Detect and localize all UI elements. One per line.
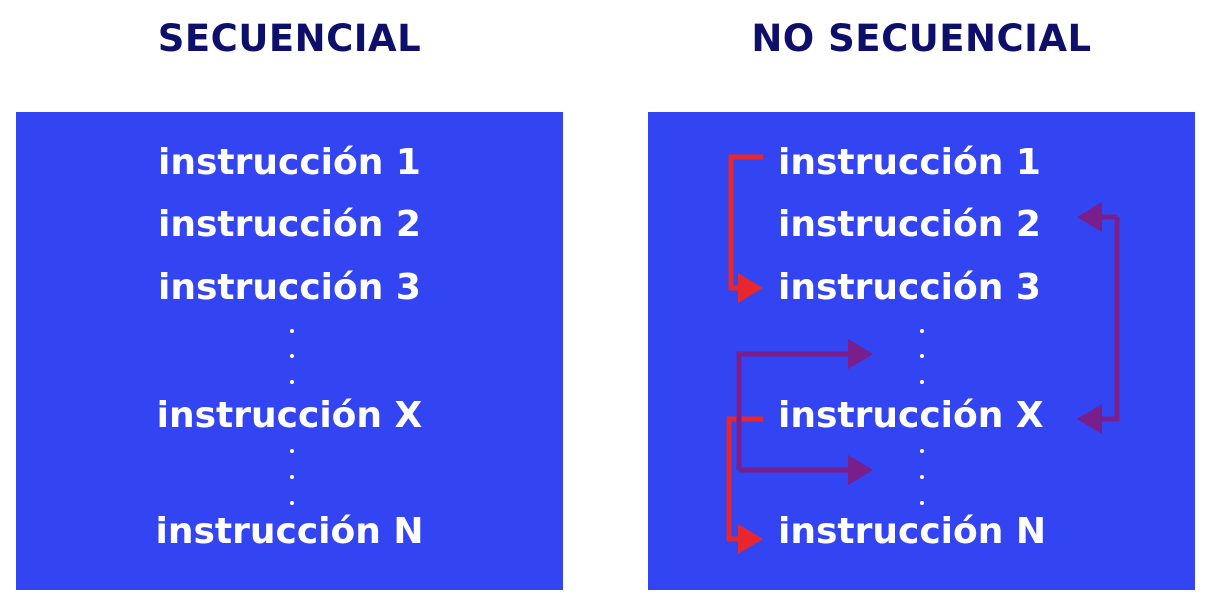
heading-no-secuencial: NO SECUENCIAL bbox=[751, 17, 1092, 60]
ellipsis-dot bbox=[920, 329, 924, 333]
ellipsis-dot bbox=[290, 380, 294, 384]
instruction-2: instrucción 2 bbox=[158, 204, 421, 245]
ellipsis-dot bbox=[290, 354, 294, 358]
ellipsis-dot bbox=[920, 380, 924, 384]
ellipsis-dot bbox=[920, 501, 924, 505]
panel-no-secuencial: instrucción 1 instrucción 2 instrucción … bbox=[648, 112, 1195, 590]
ellipsis-dot bbox=[290, 475, 294, 479]
instruction-1: instrucción 1 bbox=[158, 142, 421, 183]
instruction-n: instrucción N bbox=[155, 511, 424, 552]
ellipsis-dot bbox=[290, 449, 294, 453]
instruction-n: instrucción N bbox=[778, 511, 1047, 552]
instruction-1: instrucción 1 bbox=[778, 142, 1041, 183]
ellipsis-dot bbox=[920, 475, 924, 479]
heading-secuencial: SECUENCIAL bbox=[157, 17, 422, 60]
ellipsis-dot bbox=[290, 329, 294, 333]
instruction-3: instrucción 3 bbox=[158, 267, 421, 308]
instruction-x: instrucción X bbox=[156, 395, 423, 436]
instruction-3: instrucción 3 bbox=[778, 267, 1041, 308]
instruction-x: instrucción X bbox=[778, 395, 1044, 436]
panel-secuencial: instrucción 1 instrucción 2 instrucción … bbox=[16, 112, 563, 590]
ellipsis-dot bbox=[290, 501, 294, 505]
ellipsis-dot bbox=[920, 354, 924, 358]
instruction-2: instrucción 2 bbox=[778, 204, 1041, 245]
ellipsis-dot bbox=[920, 449, 924, 453]
